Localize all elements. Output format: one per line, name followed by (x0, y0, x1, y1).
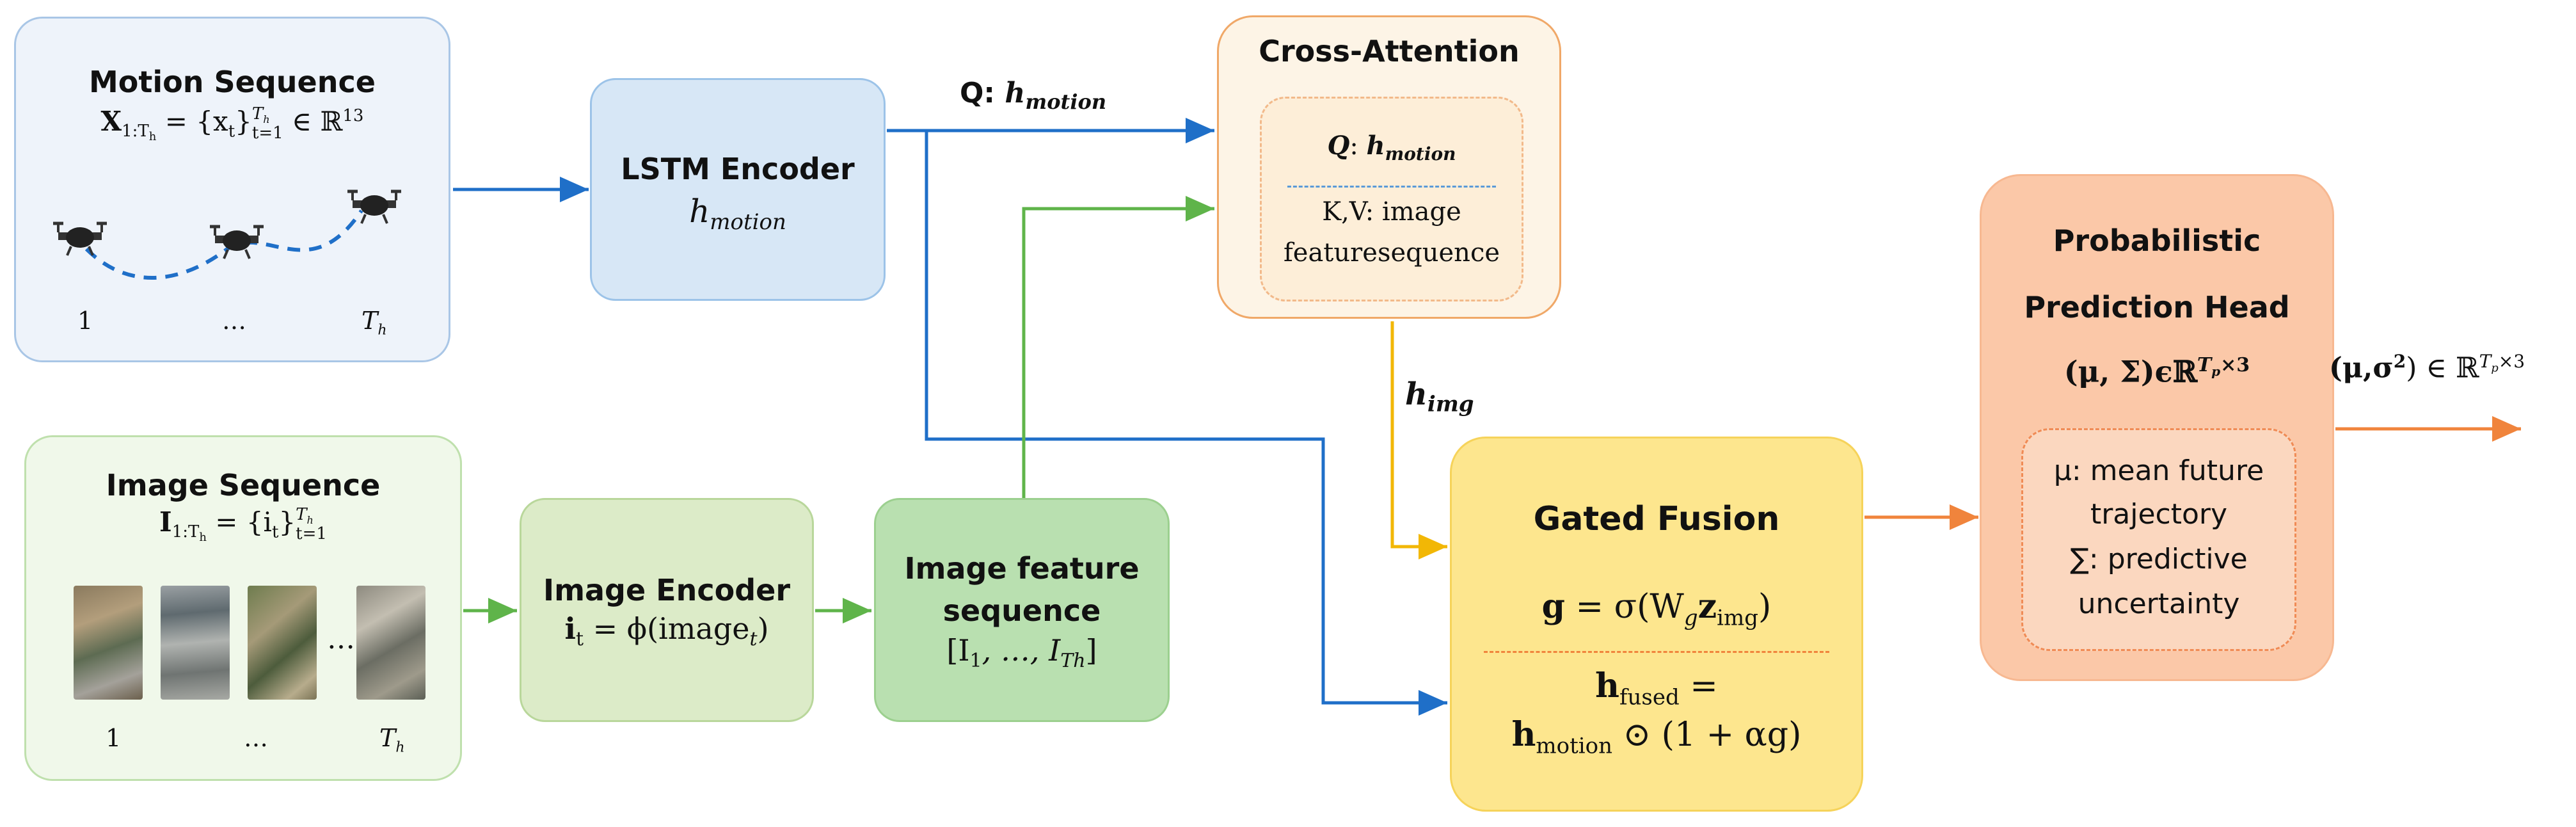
image-sequence-title: Image Sequence (106, 468, 381, 502)
motion-label-mid: … (222, 307, 246, 335)
prediction-head-inner: μ: mean future trajectory ∑: predictive … (2021, 428, 2296, 651)
prediction-head-sigma-line2: uncertainty (2078, 588, 2240, 620)
motion-sequence-title: Motion Sequence (89, 65, 376, 99)
prediction-head-mu-line1: μ: mean future (2053, 454, 2264, 487)
prediction-head-box: Probabilistic Prediction Head (μ, Σ)ϵℝTp… (1980, 174, 2334, 681)
image-label-mid: … (244, 724, 268, 752)
gated-fusion-gate-formula: g = σ(Wgzimg) (1541, 587, 1772, 631)
image-sequence-thumb-ellipsis: … (327, 623, 355, 655)
image-feature-sequence-box: Image feature sequence [I1, …, ITh] (874, 498, 1170, 722)
gated-fusion-title: Gated Fusion (1533, 500, 1780, 538)
aerial-image-thumbnail (74, 586, 143, 700)
output-label: (μ,σ2) ∈ ℝTp×3 (2329, 351, 2525, 385)
cross-attention-kv-line1: K,V: image (1322, 197, 1461, 227)
gated-fusion-box: Gated Fusion g = σ(Wgzimg) hfused = hmot… (1450, 437, 1863, 812)
prediction-head-sigma-line1: ∑: predictive (2070, 543, 2248, 575)
arrow-lstm-to-gated-fusion (925, 131, 1447, 716)
image-encoder-formula: it = ϕ(imaget) (564, 611, 769, 651)
image-encoder-title: Image Encoder (543, 573, 791, 607)
prediction-head-formula: (μ, Σ)ϵℝTp×3 (2063, 354, 2250, 389)
prediction-head-title-line2: Prediction Head (2024, 290, 2290, 325)
feature-sequence-title-line2: sequence (942, 593, 1101, 628)
h-img-label: himg (1405, 376, 1474, 417)
cross-attention-inner: Q: hmotion K,V: image featuresequence (1260, 97, 1523, 301)
lstm-encoder-box: LSTM Encoder hmotion (590, 78, 886, 301)
drone-icon (210, 225, 264, 259)
lstm-encoder-title: LSTM Encoder (621, 152, 855, 186)
image-label-last: Th (379, 724, 405, 756)
cross-attention-box: Cross-Attention Q: hmotion K,V: image fe… (1217, 15, 1561, 319)
lstm-encoder-var: hmotion (689, 193, 786, 235)
gated-fusion-divider (1484, 651, 1829, 653)
arrow-cross-attention-to-gated-fusion (1390, 321, 1447, 559)
gated-fusion-fused-rhs: hmotion ⊙ (1 + αg) (1511, 715, 1802, 759)
image-encoder-box: Image Encoder it = ϕ(imaget) (520, 498, 814, 722)
drone-icon (53, 221, 107, 256)
image-label-first: 1 (106, 724, 122, 752)
q-label: Q: hmotion (960, 77, 1107, 114)
trajectory-illustration (53, 189, 401, 280)
aerial-image-thumbnail (248, 586, 317, 700)
cross-attention-divider (1287, 186, 1496, 188)
prediction-head-title-line1: Probabilistic (2053, 223, 2261, 258)
cross-attention-q: Q: hmotion (1327, 131, 1456, 165)
motion-label-first: 1 (77, 307, 93, 335)
feature-sequence-title-line1: Image feature (904, 551, 1140, 586)
arrow-featureseq-to-cross-attention (1022, 196, 1214, 498)
gated-fusion-fused-lhs: hfused = (1595, 666, 1718, 711)
aerial-image-thumbnail (356, 586, 425, 700)
cross-attention-title: Cross-Attention (1259, 34, 1520, 68)
feature-sequence-formula: [I1, …, ITh] (946, 633, 1097, 673)
cross-attention-kv-line2: featuresequence (1283, 238, 1500, 268)
prediction-head-mu-line2: trajectory (2090, 498, 2228, 531)
aerial-image-thumbnail (161, 586, 230, 700)
drone-icon (347, 189, 401, 224)
motion-label-last: Th (362, 307, 387, 339)
